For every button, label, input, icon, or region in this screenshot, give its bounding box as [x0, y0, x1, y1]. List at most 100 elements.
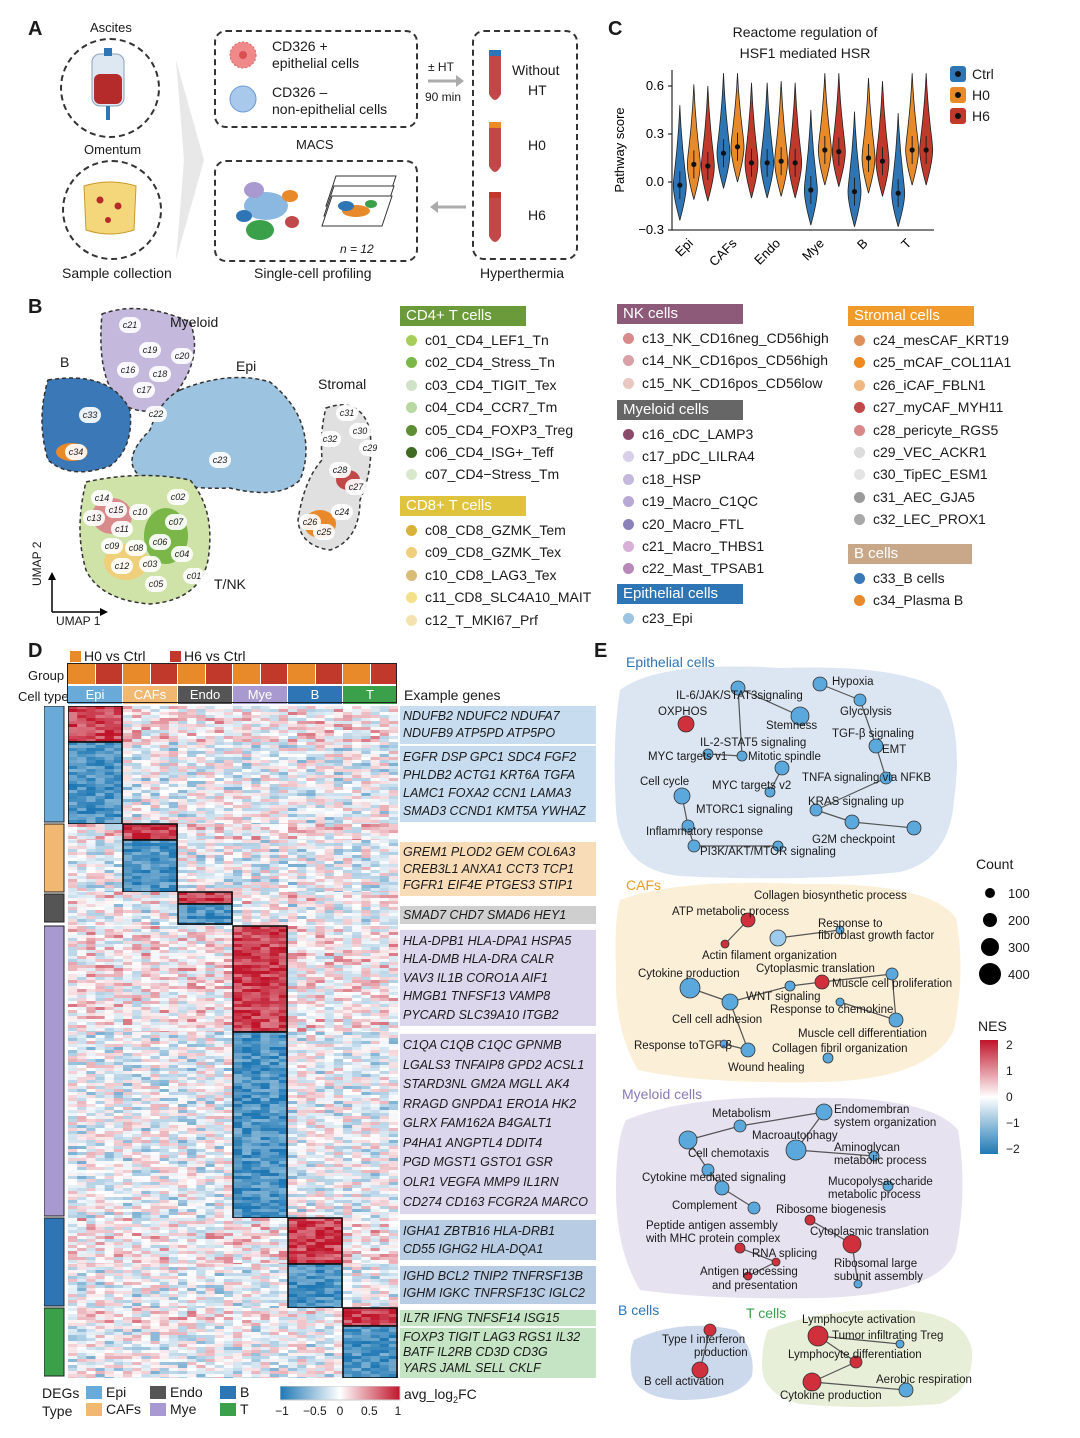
heatmap-cell: [297, 1028, 307, 1032]
heatmap-cell: [297, 861, 307, 865]
heatmap-cell: [260, 898, 270, 902]
heatmap-cell: [113, 739, 124, 743]
heatmap-cell: [288, 784, 298, 788]
heatmap-cell: [104, 799, 115, 803]
heatmap-cell: [123, 1083, 133, 1087]
heatmap-cell: [361, 824, 371, 828]
heatmap-cell: [168, 861, 179, 865]
legend-dot: [406, 592, 417, 604]
heatmap-cell: [343, 721, 353, 725]
heatmap-cell: [223, 745, 234, 749]
heatmap-cell: [352, 1007, 362, 1011]
heatmap-cell: [269, 833, 280, 837]
heatmap-cell: [315, 790, 325, 794]
heatmap-cell: [324, 817, 335, 821]
heatmap-cell: [278, 1016, 289, 1020]
heatmap-cell: [388, 796, 398, 800]
heatmap-cell: [324, 1065, 335, 1069]
heatmap-cell: [205, 858, 215, 862]
heatmap-cell: [260, 953, 270, 957]
heatmap-cell: [196, 787, 206, 791]
heatmap-cell: [86, 739, 96, 743]
heatmap-cell: [187, 1074, 197, 1078]
heatmap-cell: [242, 778, 252, 782]
heatmap-cell: [370, 772, 380, 776]
heatmap-cell: [104, 986, 115, 990]
heatmap-cell: [352, 745, 362, 749]
heatmap-cell: [269, 760, 280, 764]
heatmap-cell: [95, 1047, 105, 1051]
heatmap-cell: [333, 913, 344, 917]
heatmap-cell: [141, 910, 151, 914]
heatmap-cell: [187, 1047, 197, 1051]
heatmap-cell: [388, 926, 398, 930]
heatmap-cell: [223, 808, 234, 812]
legend-item-c24: c24_mesCAF_KRT19: [854, 332, 1009, 348]
heatmap-cell: [223, 712, 234, 716]
heatmap-cell: [297, 956, 307, 960]
violin-Ctrl-Mye: [803, 109, 818, 226]
heatmap-cell: [187, 895, 197, 899]
heatmap-cell: [251, 808, 261, 812]
heatmap-cell: [113, 950, 124, 954]
heatmap-cell: [141, 941, 151, 945]
heatmap-cell: [288, 947, 298, 951]
heatmap-cell: [370, 1010, 380, 1014]
heatmap-cell: [379, 736, 390, 740]
heatmap-cell: [141, 1047, 151, 1051]
heatmap-cell: [379, 980, 390, 984]
heatmap-cell: [95, 950, 105, 954]
heatmap-cell: [306, 864, 316, 868]
heatmap-cell: [141, 846, 151, 850]
heatmap-cell: [297, 941, 307, 945]
heatmap-cell: [214, 1056, 225, 1060]
heatmap-cell: [205, 892, 215, 896]
heatmap-cell: [196, 817, 206, 821]
heatmap-cell: [205, 904, 215, 908]
heatmap-cell: [333, 739, 344, 743]
heatmap-cell: [95, 748, 105, 752]
heatmap-cell: [196, 721, 206, 725]
heatmap-cell: [159, 998, 170, 1002]
heatmap-cell: [178, 907, 188, 911]
heatmap-cell: [205, 799, 215, 803]
heatmap-cell: [68, 715, 78, 719]
heatmap-cell: [370, 778, 380, 782]
heatmap-cell: [223, 926, 234, 930]
heatmap-cell: [233, 910, 243, 914]
heatmap-cell: [278, 913, 289, 917]
heatmap-cell: [361, 879, 371, 883]
heatmap-cell: [168, 827, 179, 831]
heatmap-cell: [315, 763, 325, 767]
heatmap-cell: [104, 811, 115, 815]
heatmap-cell: [352, 1074, 362, 1078]
heatmap-cell: [159, 1004, 170, 1008]
heatmap-cell: [251, 843, 261, 847]
heatmap-cell: [324, 1059, 335, 1063]
heatmap-cell: [214, 926, 225, 930]
heatmap-cell: [343, 919, 353, 923]
cluster-label-c10: c10: [129, 504, 151, 520]
heatmap-cell: [150, 895, 160, 899]
bracket-arrow: [176, 60, 204, 260]
heatmap-cell: [196, 802, 206, 806]
heatmap-cell: [214, 892, 225, 896]
heatmap-cell: [288, 1007, 298, 1011]
heatmap-cell: [343, 820, 353, 824]
heatmap-cell: [86, 751, 96, 755]
heatmap-cell: [95, 814, 105, 818]
heatmap-cell: [113, 827, 124, 831]
heatmap-cell: [178, 1089, 188, 1093]
heatmap-cell: [333, 962, 344, 966]
heatmap-cell: [233, 805, 243, 809]
heatmap-cell: [315, 709, 325, 713]
heatmap-cell: [214, 986, 225, 990]
heatmap-cell: [288, 962, 298, 966]
heatmap-cell: [388, 824, 398, 828]
legend-item-c28: c28_pericyte_RGS5: [854, 422, 998, 438]
heatmap-cell: [297, 968, 307, 972]
heatmap-cell: [370, 1074, 380, 1078]
heatmap-cell: [86, 932, 96, 936]
heatmap-cell: [306, 811, 316, 815]
